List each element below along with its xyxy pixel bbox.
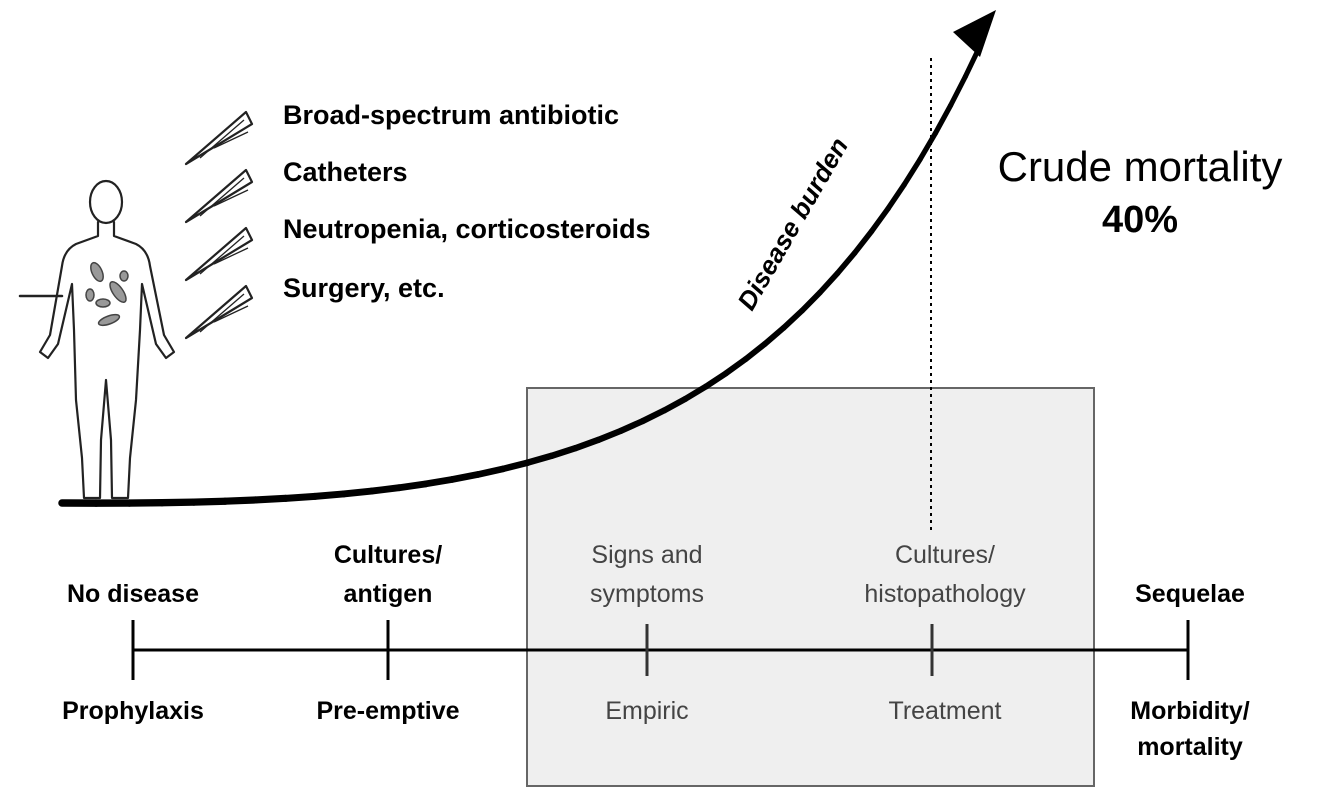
stage-bottom-label: Morbidity/ (1130, 697, 1249, 725)
risk-factor-label: Surgery, etc. (283, 273, 445, 303)
stage-bottom-label: Pre-emptive (316, 697, 459, 725)
curve-segment (286, 496, 315, 498)
curve-segment (478, 469, 503, 475)
curve-segment (746, 344, 765, 359)
risk-factor-label: Neutropenia, corticosteroids (283, 214, 651, 244)
stage-bottom-label: Treatment (888, 697, 1001, 725)
curve-segment (452, 474, 478, 479)
syringe-needle-icon (186, 286, 252, 338)
curve-segment (855, 231, 872, 253)
stage-top-label: Signs and (591, 541, 702, 569)
syringe-needle-icon (186, 228, 252, 280)
stage-bottom-label: Prophylaxis (62, 697, 204, 725)
curve-segment (162, 502, 194, 503)
stage-top-label: Sequelae (1135, 580, 1245, 608)
curve-segment (904, 159, 920, 184)
curve-segment (399, 484, 426, 488)
curve-segment (872, 209, 888, 232)
curve-segment (344, 491, 372, 494)
curve-segment (920, 133, 935, 159)
curve-segment (765, 328, 784, 344)
disease-burden-label: Disease burden (731, 132, 854, 315)
stage-top-label: Cultures/ (895, 541, 995, 569)
risk-factor-label: Broad-spectrum antibiotic (283, 100, 619, 130)
curve-segment (838, 253, 855, 273)
crude-mortality-label: Crude mortality (998, 143, 1283, 190)
curve-segment (802, 292, 820, 310)
stage-top-label: histopathology (864, 580, 1026, 608)
curve-segment (951, 76, 966, 105)
curve-segment (315, 494, 344, 496)
curve-segment (225, 500, 256, 501)
curve-segment (820, 273, 838, 292)
mortality-percent: 40% (1102, 199, 1178, 241)
stage-bottom-label: mortality (1137, 733, 1243, 761)
patient-icon (20, 181, 174, 498)
curve-segment (256, 498, 286, 500)
syringe-needle-icon (186, 170, 252, 222)
risk-factor-label: Catheters (283, 157, 408, 187)
stage-top-label: antigen (344, 580, 433, 608)
curve-segment (372, 488, 399, 491)
stage-top-label: symptoms (590, 580, 704, 608)
curve-arrowhead (953, 10, 996, 57)
curve-segment (194, 501, 225, 502)
curve-segment (726, 359, 746, 373)
stage-top-label: No disease (67, 580, 199, 608)
curve-segment (784, 311, 802, 328)
curve-segment (426, 479, 452, 483)
curve-segment (503, 463, 528, 469)
curve-segment (935, 105, 950, 133)
stage-top-label: Cultures/ (334, 541, 442, 569)
curve-segment (888, 185, 904, 209)
syringe-needle-icon (186, 112, 252, 164)
curve-segment (706, 373, 726, 386)
stage-bottom-label: Empiric (605, 697, 688, 725)
